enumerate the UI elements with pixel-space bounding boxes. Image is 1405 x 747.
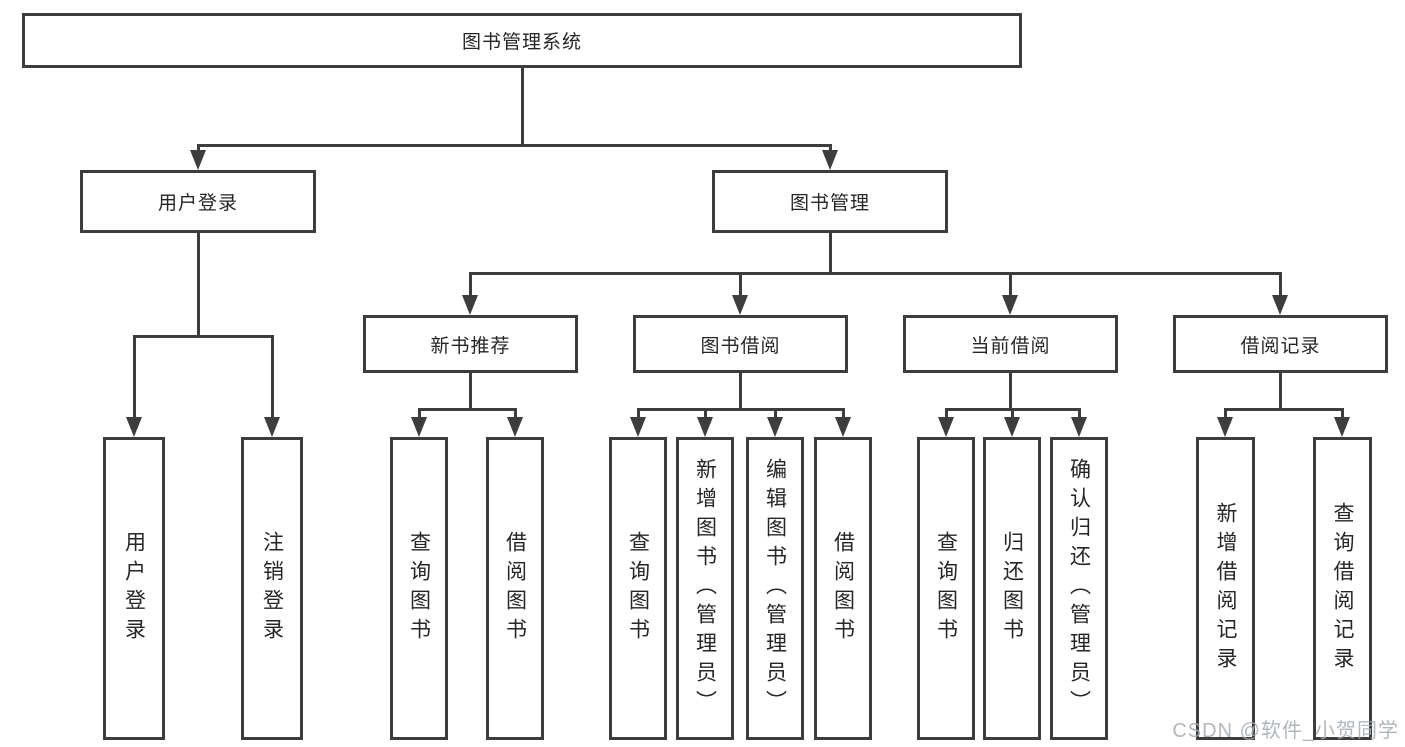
connector-stem-current-borrowing <box>1008 373 1012 411</box>
node-current-borrowing: 当前借阅 <box>903 315 1118 373</box>
connector-drop <box>1077 408 1081 423</box>
connector-drop <box>1010 408 1014 423</box>
connector-drop <box>773 408 777 423</box>
arrowhead-down-icon <box>264 417 280 437</box>
node-root: 图书管理系统 <box>22 13 1022 68</box>
node-leaf-query-book-2: 查询图书 <box>609 437 667 740</box>
connector-bar-user-login <box>132 335 274 338</box>
node-user-login: 用户登录 <box>80 170 316 233</box>
connector-drop <box>841 408 845 423</box>
arrowhead-down-icon <box>126 417 142 437</box>
node-leaf-logout: 注销登录 <box>241 437 303 740</box>
arrowhead-down-icon <box>767 417 783 437</box>
connector-stem-book-borrowing <box>738 373 742 411</box>
connector-drop <box>738 272 742 301</box>
connector-stem-root <box>520 68 524 147</box>
arrowhead-down-icon <box>507 417 523 437</box>
node-leaf-query-book-3: 查询图书 <box>917 437 975 740</box>
node-label-leaf-query-book-2: 查询图书 <box>626 530 650 647</box>
arrowhead-down-icon <box>1334 417 1350 437</box>
connector-bar-borrowing-records <box>1223 408 1344 411</box>
node-label-leaf-add-record: 新增借阅记录 <box>1214 501 1237 676</box>
connector-drop <box>1278 272 1282 301</box>
connector-stem-user-login <box>196 233 200 338</box>
node-leaf-query-book-1: 查询图书 <box>390 437 448 740</box>
node-label-leaf-query-book-3: 查询图书 <box>934 530 958 647</box>
node-new-book-recommend: 新书推荐 <box>363 315 578 373</box>
node-leaf-return-book: 归还图书 <box>983 437 1041 740</box>
node-label-leaf-query-record: 查询借阅记录 <box>1331 501 1354 676</box>
arrowhead-down-icon <box>697 417 713 437</box>
node-label-leaf-logout: 注销登录 <box>260 530 284 647</box>
node-label-new-book-recommend: 新书推荐 <box>430 335 511 357</box>
node-label-leaf-return-book: 归还图书 <box>1000 530 1024 647</box>
arrowhead-down-icon <box>1272 295 1288 315</box>
connector-drop <box>513 408 517 423</box>
arrowhead-down-icon <box>190 150 206 170</box>
arrowhead-down-icon <box>411 417 427 437</box>
node-label-leaf-borrow-book-1: 借阅图书 <box>503 530 527 647</box>
node-label-leaf-user-login: 用户登录 <box>122 530 146 647</box>
arrowhead-down-icon <box>732 295 748 315</box>
node-label-leaf-borrow-book-2: 借阅图书 <box>831 530 855 647</box>
connector-bar-new-book-recommend <box>417 408 517 411</box>
connector-drop <box>1340 408 1344 423</box>
node-label-user-login: 用户登录 <box>157 193 238 214</box>
connector-drop <box>132 335 136 423</box>
node-leaf-add-book: 新增图书（管理员） <box>676 437 734 740</box>
connector-drop <box>468 272 472 301</box>
node-leaf-borrow-book-1: 借阅图书 <box>486 437 544 740</box>
node-leaf-borrow-book-2: 借阅图书 <box>814 437 872 740</box>
connector-bar-root <box>196 144 832 147</box>
connector-drop <box>1008 272 1012 301</box>
connector-stem-new-book-recommend <box>468 373 472 411</box>
arrowhead-down-icon <box>630 417 646 437</box>
node-label-current-borrowing: 当前借阅 <box>970 335 1051 357</box>
node-leaf-edit-book: 编辑图书（管理员） <box>746 437 804 740</box>
node-label-leaf-edit-book: 编辑图书（管理员） <box>763 458 787 719</box>
arrowhead-down-icon <box>835 417 851 437</box>
node-label-leaf-query-book-1: 查询图书 <box>407 530 431 647</box>
node-label-leaf-confirm-return: 确认归还（管理员） <box>1067 458 1091 719</box>
node-label-leaf-add-book: 新增图书（管理员） <box>693 458 717 719</box>
node-book-management: 图书管理 <box>712 170 948 233</box>
arrowhead-down-icon <box>822 150 838 170</box>
arrowhead-down-icon <box>938 417 954 437</box>
node-label-book-management: 图书管理 <box>789 193 870 214</box>
connector-drop <box>944 408 948 423</box>
connector-drop <box>636 408 640 423</box>
node-leaf-add-record: 新增借阅记录 <box>1196 437 1255 740</box>
connector-stem-book-management <box>828 233 832 275</box>
arrowhead-down-icon <box>462 295 478 315</box>
connector-bar-book-borrowing <box>636 408 845 411</box>
node-label-borrowing-records: 借阅记录 <box>1240 335 1321 357</box>
node-label-root: 图书管理系统 <box>461 32 582 53</box>
connector-stem-borrowing-records <box>1278 373 1282 411</box>
arrowhead-down-icon <box>1071 417 1087 437</box>
node-label-book-borrowing: 图书借阅 <box>700 335 781 357</box>
connector-drop <box>417 408 421 423</box>
node-leaf-query-record: 查询借阅记录 <box>1313 437 1372 740</box>
connector-drop <box>703 408 707 423</box>
arrowhead-down-icon <box>1217 417 1233 437</box>
connector-bar-book-management <box>468 272 1282 275</box>
arrowhead-down-icon <box>1002 295 1018 315</box>
arrowhead-down-icon <box>1004 417 1020 437</box>
connector-drop <box>1223 408 1227 423</box>
node-leaf-user-login: 用户登录 <box>103 437 165 740</box>
node-leaf-confirm-return: 确认归还（管理员） <box>1050 437 1108 740</box>
node-borrowing-records: 借阅记录 <box>1173 315 1388 373</box>
connector-drop <box>270 335 274 423</box>
node-book-borrowing: 图书借阅 <box>633 315 848 373</box>
